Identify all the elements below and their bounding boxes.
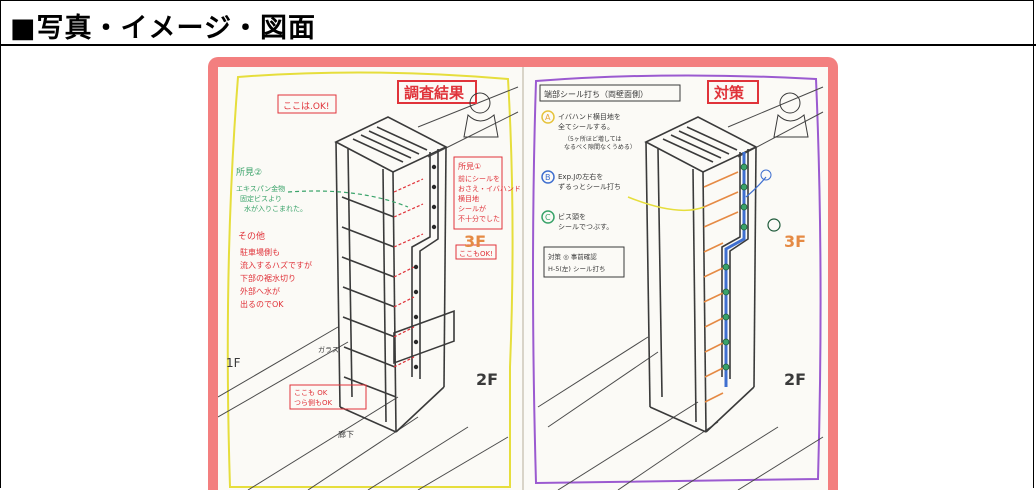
step-a-text: イバハンド横目地を全てシールする。 <box>558 112 621 131</box>
right-orange-joints <box>703 171 739 403</box>
section-title: ■写真・イメージ・図面 <box>10 13 316 44</box>
note-bottom-ok-box <box>289 384 367 410</box>
left-heading-box <box>397 80 477 104</box>
right-label-2f: 2F <box>784 370 806 389</box>
left-label-glass: ガラス <box>318 345 339 354</box>
note-ok-box <box>277 94 337 114</box>
marker-a-circle <box>541 110 555 124</box>
note-area1-box <box>453 156 503 230</box>
marker-b-callout <box>760 169 772 181</box>
note-here-ok: ここもOK! <box>459 250 493 258</box>
note-ok: ここは.OK! <box>283 101 329 112</box>
sketch-drawing: ここは.OK! 調査結果 所見② エキスパン金物固定ビスより水が入りこまれた。 … <box>218 67 828 490</box>
right-purple-outline <box>532 74 822 485</box>
step-a-note: （5ヶ所ほど増してはなるべく隙間なくうめる） <box>564 135 636 151</box>
marker-b-circle <box>541 170 555 184</box>
right-screw-heads <box>722 163 748 371</box>
marker-c: C <box>545 213 551 222</box>
left-red-joints <box>393 178 424 368</box>
step-b-text: Exp.Jの左右をずるっとシール打ち <box>558 172 621 191</box>
left-label-corridor: 廊下 <box>338 429 354 439</box>
note-area2-title: 所見② <box>236 167 262 178</box>
right-subtitle-box <box>539 84 681 102</box>
right-person-figure <box>773 92 809 138</box>
right-note-box <box>543 246 625 278</box>
note-other-body: 駐車場側も流入するハズですが下部の裾水切り外部へ水が出るのでOK <box>240 247 312 309</box>
left-person-figure <box>463 92 499 138</box>
left-heading: 調査結果 <box>404 84 465 102</box>
note-area1-body: 前にシールをおさえ・イバハンド横目地シールが不十分でした <box>458 174 521 223</box>
sketch-photo: ここは.OK! 調査結果 所見② エキスパン金物固定ビスより水が入りこまれた。 … <box>208 57 838 490</box>
right-heading-box <box>707 80 759 104</box>
right-panel: 対策 端部シール打ち（両壁面側） A イバハンド横目地を全てシールする。 （5ヶ… <box>532 74 824 490</box>
left-label-3f: 3F <box>464 232 486 251</box>
marker-a: A <box>545 113 551 122</box>
note-other-title: その他 <box>238 230 265 242</box>
leader-a <box>627 196 705 212</box>
right-label-3f: 3F <box>784 232 806 251</box>
step-c-text: ビス頭をシールでつぶす。 <box>558 212 613 231</box>
left-label-2f: 2F <box>476 370 498 389</box>
leader-b <box>745 176 767 198</box>
left-panel: ここは.OK! 調査結果 所見② エキスパン金物固定ビスより水が入りこまれた。 … <box>218 71 521 490</box>
left-yellow-outline <box>226 71 514 488</box>
right-subtitle: 端部シール打ち（両壁面側） <box>544 89 648 99</box>
note-area1-title: 所見① <box>458 161 481 171</box>
left-label-1f: 1F <box>226 356 241 370</box>
section-header: ■写真・イメージ・図面 <box>0 0 1036 46</box>
left-green-arrow <box>287 190 409 208</box>
marker-b: B <box>545 173 551 182</box>
marker-c-circle <box>541 210 555 224</box>
note-area2-body: エキスパン金物固定ビスより水が入りこまれた。 <box>236 184 307 213</box>
left-tower <box>334 116 455 433</box>
note-here-ok-box <box>455 244 497 260</box>
right-heading: 対策 <box>713 84 745 102</box>
marker-c-callout <box>767 218 781 232</box>
left-screw-dots <box>413 164 437 370</box>
